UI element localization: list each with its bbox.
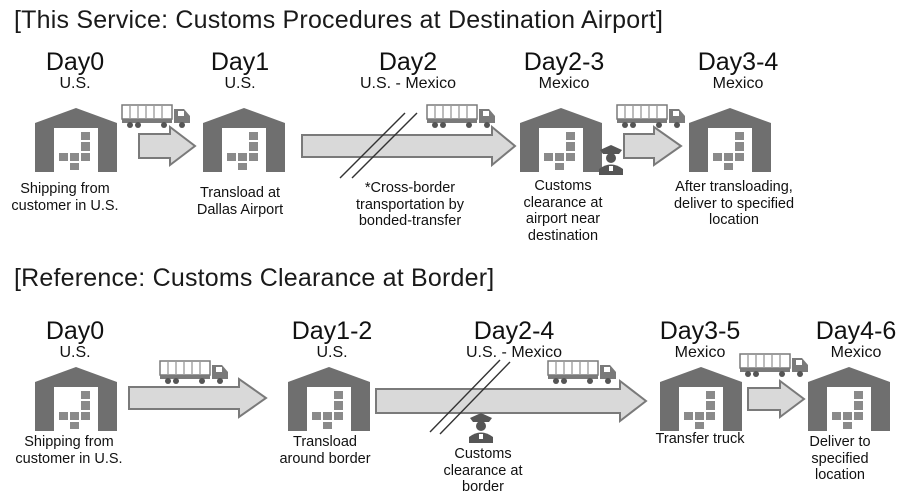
service-stage-5-location: Mexico: [712, 75, 764, 92]
arrow-icon: [138, 124, 197, 168]
arrow-icon: [128, 377, 268, 419]
warehouse-icon: [203, 108, 285, 172]
service-stage-4-caption: Customs clearance at airport near destin…: [523, 178, 603, 244]
truck-icon: [159, 360, 229, 385]
warehouse-icon: [35, 108, 117, 172]
reference-stage-5-caption: Deliver to specified location: [809, 434, 871, 483]
reference-stage-1-day: Day0: [45, 317, 105, 345]
arrow-icon: [301, 124, 517, 168]
reference-stage-1-location: U.S.: [59, 344, 91, 361]
truck-icon: [121, 104, 191, 129]
reference-stage-2-location: U.S.: [316, 344, 348, 361]
reference-stage-2-day: Day1-2: [291, 317, 373, 345]
warehouse-icon: [288, 367, 370, 431]
service-stage-2-location: U.S.: [224, 75, 256, 92]
warehouse-icon: [660, 367, 742, 431]
reference-stage-4-location: Mexico: [674, 344, 726, 361]
service-stage-1-day: Day0: [45, 48, 105, 76]
border-line-icon: [351, 112, 418, 179]
service-stage-4-header: Day2-3 Mexico: [484, 49, 644, 93]
customs-officer-icon: [469, 413, 493, 443]
truck-icon: [616, 104, 686, 129]
service-title: [This Service: Customs Procedures at Des…: [14, 6, 664, 34]
service-stage-3-caption: *Cross-border transportation by bonded-t…: [355, 180, 464, 229]
service-stage-5-day: Day3-4: [697, 48, 779, 76]
reference-stage-4-day: Day3-5: [659, 317, 741, 345]
arrow-icon: [623, 125, 683, 167]
service-stage-3-header: Day2 U.S. - Mexico: [328, 49, 488, 93]
reference-stage-1-caption: Shipping from customer in U.S.: [15, 434, 123, 467]
service-stage-1-header: Day0 U.S.: [0, 49, 155, 93]
warehouse-icon: [808, 367, 890, 431]
border-line-icon: [439, 361, 511, 435]
service-stage-1-caption: Shipping from customer in U.S.: [11, 181, 119, 214]
reference-stage-2-caption: Transload around border: [279, 434, 371, 467]
service-stage-3-day: Day2: [378, 48, 438, 76]
border-line-icon: [339, 112, 406, 179]
service-stage-2-day: Day1: [210, 48, 270, 76]
reference-stage-3-location: U.S. - Mexico: [465, 344, 562, 361]
customs-officer-icon: [599, 145, 623, 175]
service-stage-5-header: Day3-4 Mexico: [658, 49, 818, 93]
truck-icon: [547, 360, 617, 385]
reference-stage-5-location: Mexico: [830, 344, 882, 361]
border-line-icon: [429, 359, 501, 433]
service-stage-1-location: U.S.: [59, 75, 91, 92]
reference-stage-4-header: Day3-5 Mexico: [620, 318, 780, 362]
warehouse-icon: [689, 108, 771, 172]
warehouse-icon: [520, 108, 602, 172]
reference-stage-5-day: Day4-6: [815, 317, 897, 345]
warehouse-icon: [35, 367, 117, 431]
arrow-icon: [375, 378, 648, 424]
reference-stage-3-header: Day2-4 U.S. - Mexico: [434, 318, 594, 362]
reference-title: [Reference: Customs Clearance at Border]: [14, 264, 495, 292]
service-stage-3-location: U.S. - Mexico: [359, 75, 456, 92]
truck-icon: [426, 104, 496, 129]
service-stage-5-caption: After transloading, deliver to specified…: [673, 179, 795, 228]
arrow-icon: [747, 379, 806, 419]
reference-stage-1-header: Day0 U.S.: [0, 318, 155, 362]
reference-stage-4-caption: Transfer truck: [655, 431, 745, 447]
service-stage-2-header: Day1 U.S.: [160, 49, 320, 93]
reference-stage-3-day: Day2-4: [473, 317, 555, 345]
truck-icon: [739, 353, 809, 378]
reference-stage-3-caption: Customs clearance at border: [443, 446, 523, 495]
service-stage-2-caption: Transload at Dallas Airport: [196, 185, 284, 218]
reference-stage-5-header: Day4-6 Mexico: [776, 318, 909, 362]
reference-stage-2-header: Day1-2 U.S.: [252, 318, 412, 362]
service-stage-4-location: Mexico: [538, 75, 590, 92]
service-stage-4-day: Day2-3: [523, 48, 605, 76]
